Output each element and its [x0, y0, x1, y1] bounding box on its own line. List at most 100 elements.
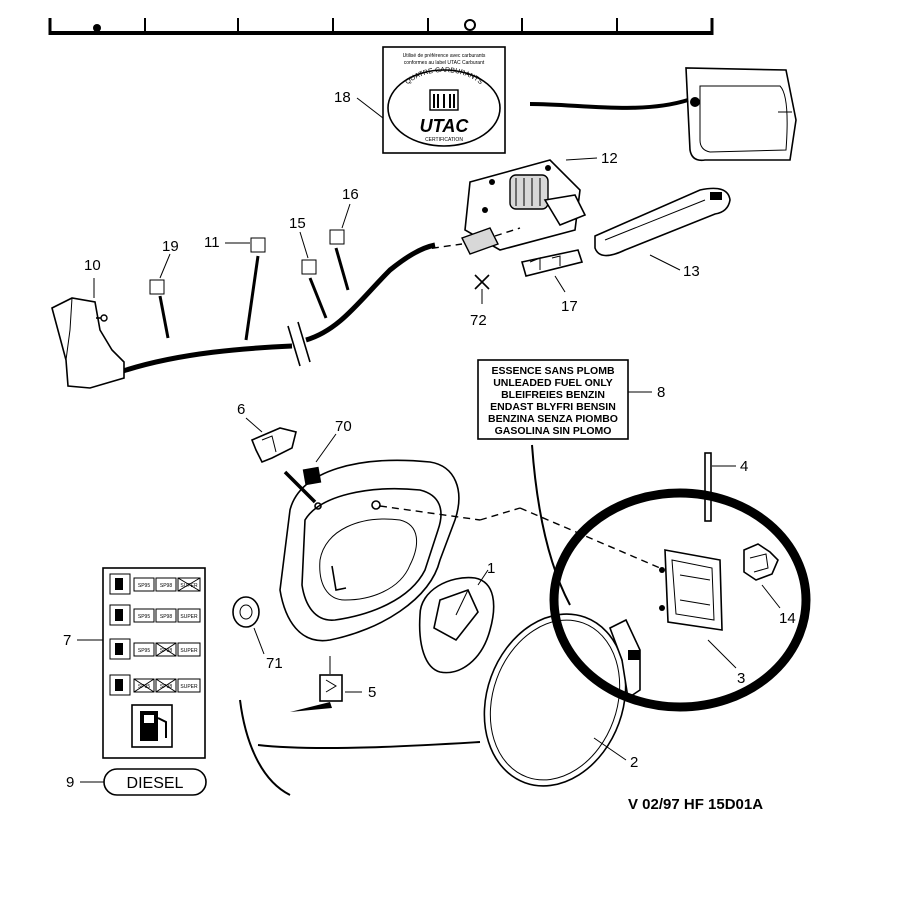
leader-17 [554, 275, 566, 293]
fuel-grades-label: SP95 SP98 SUPER SP95 SP98 SUPER SP95 [102, 567, 206, 759]
callout-17: 17 [561, 298, 578, 315]
fuel-pump-icon [131, 704, 173, 748]
callout-13: 13 [683, 263, 700, 280]
grommet-71 [232, 596, 260, 628]
leader-2 [593, 737, 627, 761]
cable-actuator [51, 297, 125, 389]
grade-2-c: SUPER [180, 614, 198, 620]
release-handle [594, 187, 731, 257]
callout-9: 9 [66, 774, 74, 791]
callout-4: 4 [740, 458, 748, 475]
highlight-circle [549, 488, 811, 712]
utac-bottom-text: CERTIFICATION [425, 137, 463, 143]
fixing-marker-72 [474, 274, 490, 304]
leader-16-bar [334, 247, 350, 291]
grade-3-b: SP98 [160, 648, 172, 654]
leader-11-bar [244, 255, 260, 341]
leader-15-bar [308, 277, 328, 319]
fuel-grade-row-1: SP95 SP98 SUPER [109, 573, 201, 595]
fuel-flap-door [483, 613, 641, 787]
vehicle-flap-sketch [685, 67, 797, 162]
grade-3-c: SUPER [180, 648, 198, 654]
callout-11: 11 [204, 234, 220, 251]
drain-valve [290, 656, 343, 712]
hinge-bracket [659, 549, 723, 631]
square-marker-11 [250, 237, 266, 253]
utac-arc-text: QUATRE CARBURANTS [404, 67, 484, 86]
leader-18 [356, 97, 384, 119]
callout-14: 14 [779, 610, 796, 627]
warning-line-4: ENDAST BLYFRI BENSIN [490, 401, 616, 413]
square-marker-16 [329, 229, 345, 245]
square-marker-19 [149, 279, 165, 295]
leader-70 [315, 433, 337, 463]
callout-18: 18 [334, 89, 351, 106]
leader-19-bar [158, 295, 170, 339]
leader-12 [565, 157, 598, 161]
tether-clip [250, 427, 297, 464]
leader-1 [477, 569, 489, 586]
leader-2-sweep [257, 741, 481, 749]
callout-1: 1 [487, 560, 495, 577]
callout-16: 16 [342, 186, 359, 203]
fuel-grade-row-3: SP95 SP98 SUPER [109, 638, 201, 660]
fuel-cap [418, 576, 495, 674]
grade-4-c: SUPER [180, 684, 198, 690]
utac-top-line-1: Utilisé de préférence avec carburants [403, 53, 486, 59]
callout-7: 7 [63, 632, 71, 649]
retaining-clip [520, 249, 584, 277]
leader-13 [649, 254, 681, 271]
utac-logo-text: UTAC [420, 116, 470, 136]
callout-19: 19 [162, 238, 179, 255]
utac-label: Utilisé de préférence avec carburants co… [382, 46, 506, 154]
warning-line-1: ESSENCE SANS PLOMB [491, 365, 615, 377]
leader-16 [341, 203, 351, 229]
fuel-warning-label: ESSENCE SANS PLOMB UNLEADED FUEL ONLY BL… [477, 359, 629, 440]
leader-15 [299, 231, 309, 259]
callout-3: 3 [737, 670, 745, 687]
utac-logo-icon [429, 89, 459, 111]
spring-clip [743, 543, 779, 581]
grade-4-b: SP98 [160, 684, 172, 690]
callout-15: 15 [289, 215, 306, 232]
hinge-pin [704, 452, 712, 522]
warning-line-5: BENZINA SENZA PIOMBO [488, 413, 618, 425]
grade-3-a: SP95 [138, 648, 150, 654]
warning-line-3: BLEIFREIES BENZIN [501, 389, 605, 401]
top-border [48, 18, 714, 35]
callout-12: 12 [601, 150, 618, 167]
square-marker-15 [301, 259, 317, 275]
seal-pad-70 [302, 466, 322, 486]
callout-5: 5 [368, 684, 376, 701]
callout-10: 10 [84, 257, 101, 274]
grade-4-a: SP95 [138, 684, 150, 690]
callout-6: 6 [237, 401, 245, 418]
callout-72: 72 [470, 312, 487, 329]
callout-71: 71 [266, 655, 283, 672]
release-cable [119, 242, 436, 375]
grade-1-c: SUPER [180, 583, 198, 589]
dashed-fixing-line [379, 505, 481, 521]
grade-2-b: SP98 [160, 614, 172, 620]
leader-18-vehicle [529, 98, 689, 110]
leader-19 [159, 253, 171, 279]
diesel-text: DIESEL [127, 775, 184, 792]
leader-6 [245, 417, 263, 433]
fuel-grade-row-4: SP95 SP98 SUPER [109, 674, 201, 696]
grade-1-a: SP95 [138, 583, 150, 589]
release-mechanism [464, 159, 587, 251]
cable-end-fitting [419, 227, 521, 255]
leader-8-line [531, 444, 571, 606]
leader-14 [761, 584, 781, 609]
fuel-grade-row-2: SP95 SP98 SUPER [109, 604, 201, 626]
curve-lower-left [239, 699, 291, 796]
warning-line-6: GASOLINA SIN PLOMO [495, 425, 612, 437]
reference-code: V 02/97 HF 15D01A [628, 796, 763, 813]
grade-1-b: SP98 [160, 583, 172, 589]
grade-2-a: SP95 [138, 614, 150, 620]
callout-70: 70 [335, 418, 352, 435]
filler-housing [279, 459, 460, 642]
leader-3 [707, 639, 737, 669]
leader-71 [253, 627, 265, 655]
